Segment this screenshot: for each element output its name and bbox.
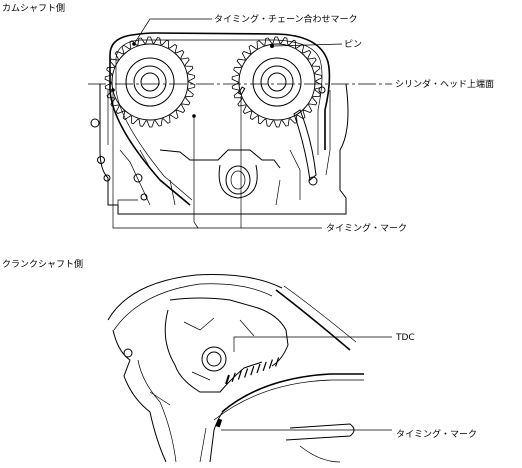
crank-pulley-edge-inner	[199, 427, 207, 463]
chain-guide	[293, 109, 317, 181]
tdc-scale-tick	[262, 361, 267, 371]
crank-bolt-boss-left	[123, 348, 133, 358]
bolt-boss-left-bottom	[103, 174, 111, 182]
tdc-scale-tick	[244, 368, 249, 378]
crank-housing-outer	[107, 274, 283, 321]
label-timing-mark-crank: タイミング・マーク	[396, 428, 477, 440]
leader-timing-mark-left	[112, 90, 322, 229]
timing-chain	[109, 32, 331, 206]
tdc-scale-tick	[256, 363, 261, 374]
crank-housing-left	[112, 329, 167, 463]
right-sprocket-rim	[238, 43, 316, 121]
right-sprocket-bolt	[267, 72, 287, 92]
crank-pulley-rim-inner	[213, 379, 364, 421]
crank-pulley-lower-arc	[299, 445, 341, 463]
label-chain-alignment-mark: タイミング・チェーン合わせマーク	[214, 13, 358, 25]
tdc-scale-tick	[275, 357, 280, 367]
tdc-scale-tick	[268, 359, 273, 369]
crank-housing-outer-2	[113, 283, 273, 331]
sprocket-tooth-profile	[104, 36, 196, 128]
center-bore-inner	[230, 170, 246, 190]
crank-timing-chain	[275, 289, 351, 351]
casting-center-detail	[159, 149, 281, 199]
crank-pulley-rim	[221, 373, 364, 413]
label-timing-mark-cam: タイミング・マーク	[326, 222, 407, 234]
bolt-boss-center-bottom	[140, 193, 148, 201]
left-sprocket-rim	[111, 43, 189, 121]
crank-housing-left-inner	[137, 359, 177, 463]
label-pin: ピン	[344, 39, 362, 50]
tdc-scale-tick	[250, 366, 255, 376]
leader-timing-mark-center	[193, 116, 199, 229]
crank-bolt-inner	[206, 351, 222, 367]
left-sprocket-web	[125, 57, 175, 107]
crank-timing-chain-inner	[283, 285, 357, 343]
sprocket-tooth-profile	[231, 36, 323, 128]
bolt-boss-left	[90, 118, 100, 128]
center-bore	[225, 165, 251, 195]
right-sprocket-hub	[260, 65, 294, 99]
leader-tdc	[233, 336, 392, 352]
left-sprocket-hub	[133, 65, 167, 99]
tdc-timing-scale	[225, 357, 280, 385]
leader-pin	[273, 43, 343, 47]
camshaft-side-drawing: タイミング・チェーン合わせマーク ピン シリンダ・ヘッド上端面 タイミング・マー…	[88, 13, 494, 234]
crankshaft-side-drawing: TDC タイミング・マーク	[107, 274, 477, 463]
right-sprocket-web	[252, 57, 302, 107]
crank-bolt	[201, 346, 227, 372]
casting-ribs	[119, 149, 301, 206]
pin-dot	[270, 44, 274, 48]
crank-pulley-keyway	[285, 423, 355, 441]
tdc-scale-tick	[237, 370, 242, 380]
left-cam-sprocket	[104, 36, 196, 128]
head-inner-outline	[107, 90, 331, 205]
label-tdc: TDC	[395, 333, 415, 343]
crank-casting-detail	[164, 297, 289, 393]
label-cylinder-head-top: シリンダ・ヘッド上端面	[395, 78, 494, 90]
tdc-scale-tick	[225, 374, 230, 385]
cylinder-head-outline	[99, 83, 349, 215]
crankshaft-section-title: クランクシャフト側	[2, 258, 83, 270]
leader-chain-mark	[133, 18, 212, 45]
left-sprocket-teeth	[104, 36, 196, 128]
camshaft-section-title: カムシャフト側	[2, 2, 65, 14]
tdc-scale-tick	[231, 372, 236, 382]
bolt-boss-left-lower	[97, 156, 105, 164]
crank-timing-mark-notch	[215, 418, 223, 428]
right-sprocket-teeth	[231, 36, 323, 128]
bolt-boss-center-left	[133, 173, 143, 183]
left-sprocket-bolt	[140, 72, 160, 92]
right-cam-sprocket	[231, 36, 323, 128]
cam-timing-mark-slot	[237, 86, 246, 96]
crank-casting-ribs	[149, 317, 255, 406]
